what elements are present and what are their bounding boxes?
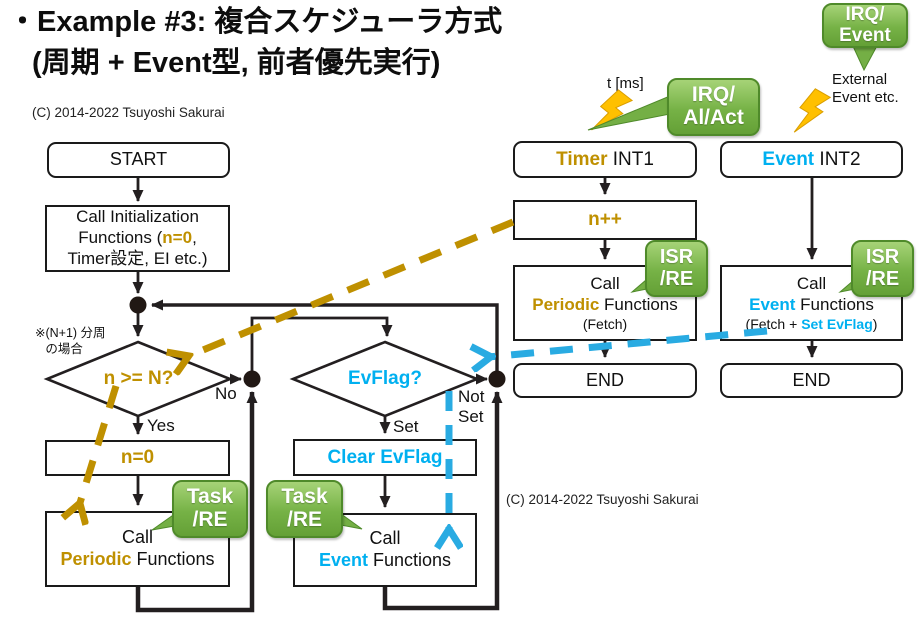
init-line1: Call Initialization — [76, 207, 199, 227]
end-node-event: END — [720, 363, 903, 398]
isr-re-badge-periodic: ISR /RE — [645, 240, 708, 297]
end-label-timer: END — [585, 369, 624, 390]
irq-al-act-badge: IRQ/ Al/Act — [667, 78, 760, 136]
branch-label-set: Set — [393, 417, 419, 436]
event-int-label: Event INT2 — [762, 148, 861, 170]
time-axis-label: t [ms] — [607, 75, 644, 92]
branch-label-not-set: Not Set — [458, 387, 485, 427]
divider-note: ※(N+1) 分周 の場合 — [35, 326, 106, 357]
init-line2: Functions (n=0, — [78, 228, 197, 248]
n-increment-label: n++ — [588, 209, 622, 231]
isr-event-line2: Event Functions — [749, 294, 874, 314]
task-event-line1: Call — [369, 528, 401, 549]
junction-dot-1 — [129, 296, 147, 314]
task-re-badge-event: Task /RE — [266, 480, 343, 538]
end-node-timer: END — [513, 363, 697, 398]
junction-dot-3 — [488, 370, 506, 388]
isr-periodic-line2: Periodic Functions — [532, 294, 678, 314]
isr-event-line1: Call — [796, 274, 827, 294]
task-re-badge-periodic: Task /RE — [172, 480, 248, 538]
isr-periodic-line1: Call — [590, 274, 620, 294]
clear-evflag-node: Clear EvFlag — [293, 439, 477, 476]
end-label-event: END — [792, 369, 831, 390]
decision-evflag-diamond — [289, 340, 481, 418]
n-reset-label: n=0 — [120, 447, 155, 469]
junction-dot-2 — [243, 370, 261, 388]
timer-int-node: Timer INT1 — [513, 141, 697, 178]
timer-int-label: Timer INT1 — [556, 148, 654, 170]
init-n0-highlight: n=0 — [162, 228, 193, 248]
branch-label-yes: Yes — [147, 416, 175, 435]
start-label: START — [109, 149, 168, 170]
task-event-line2: Event Functions — [318, 550, 452, 570]
isr-event-line3: (Fetch + Set EvFlag) — [745, 315, 878, 332]
loop-event-to-junction3 — [382, 391, 503, 611]
init-line3: Timer設定, EI etc.) — [67, 248, 208, 268]
loop-periodic-to-junction2 — [135, 391, 258, 613]
slide-title-line1: ・Example #3: 複合スケジューラ方式 — [8, 6, 503, 38]
slide-title: ・Example #3: 複合スケジューラ方式 (周期 + Event型, 前者… — [8, 2, 502, 83]
irq-event-badge: IRQ/ Event — [822, 3, 908, 48]
task-periodic-line2: Periodic Functions — [60, 549, 215, 569]
external-event-label: External Event etc. — [832, 71, 899, 106]
isr-re-badge-event: ISR /RE — [851, 240, 914, 297]
task-periodic-line1: Call — [121, 527, 153, 548]
event-int-node: Event INT2 — [720, 141, 903, 178]
start-node: START — [47, 142, 230, 178]
branch-label-no: No — [215, 384, 237, 403]
copyright-bottom: (C) 2014-2022 Tsuyoshi Sakurai — [506, 492, 699, 507]
n-reset-node: n=0 — [45, 440, 230, 476]
decision-n-label: n >= N? — [103, 368, 174, 389]
slide-title-line2: (周期 + Event型, 前者優先実行) — [32, 46, 441, 79]
isr-periodic-line3: (Fetch) — [582, 315, 628, 332]
clear-evflag-label: Clear EvFlag — [327, 446, 443, 468]
copyright-top: (C) 2014-2022 Tsuyoshi Sakurai — [32, 105, 225, 120]
n-increment-node: n++ — [513, 200, 697, 240]
decision-evflag-label: EvFlag? — [348, 368, 422, 389]
init-node: Call Initialization Functions (n=0, Time… — [45, 205, 230, 272]
